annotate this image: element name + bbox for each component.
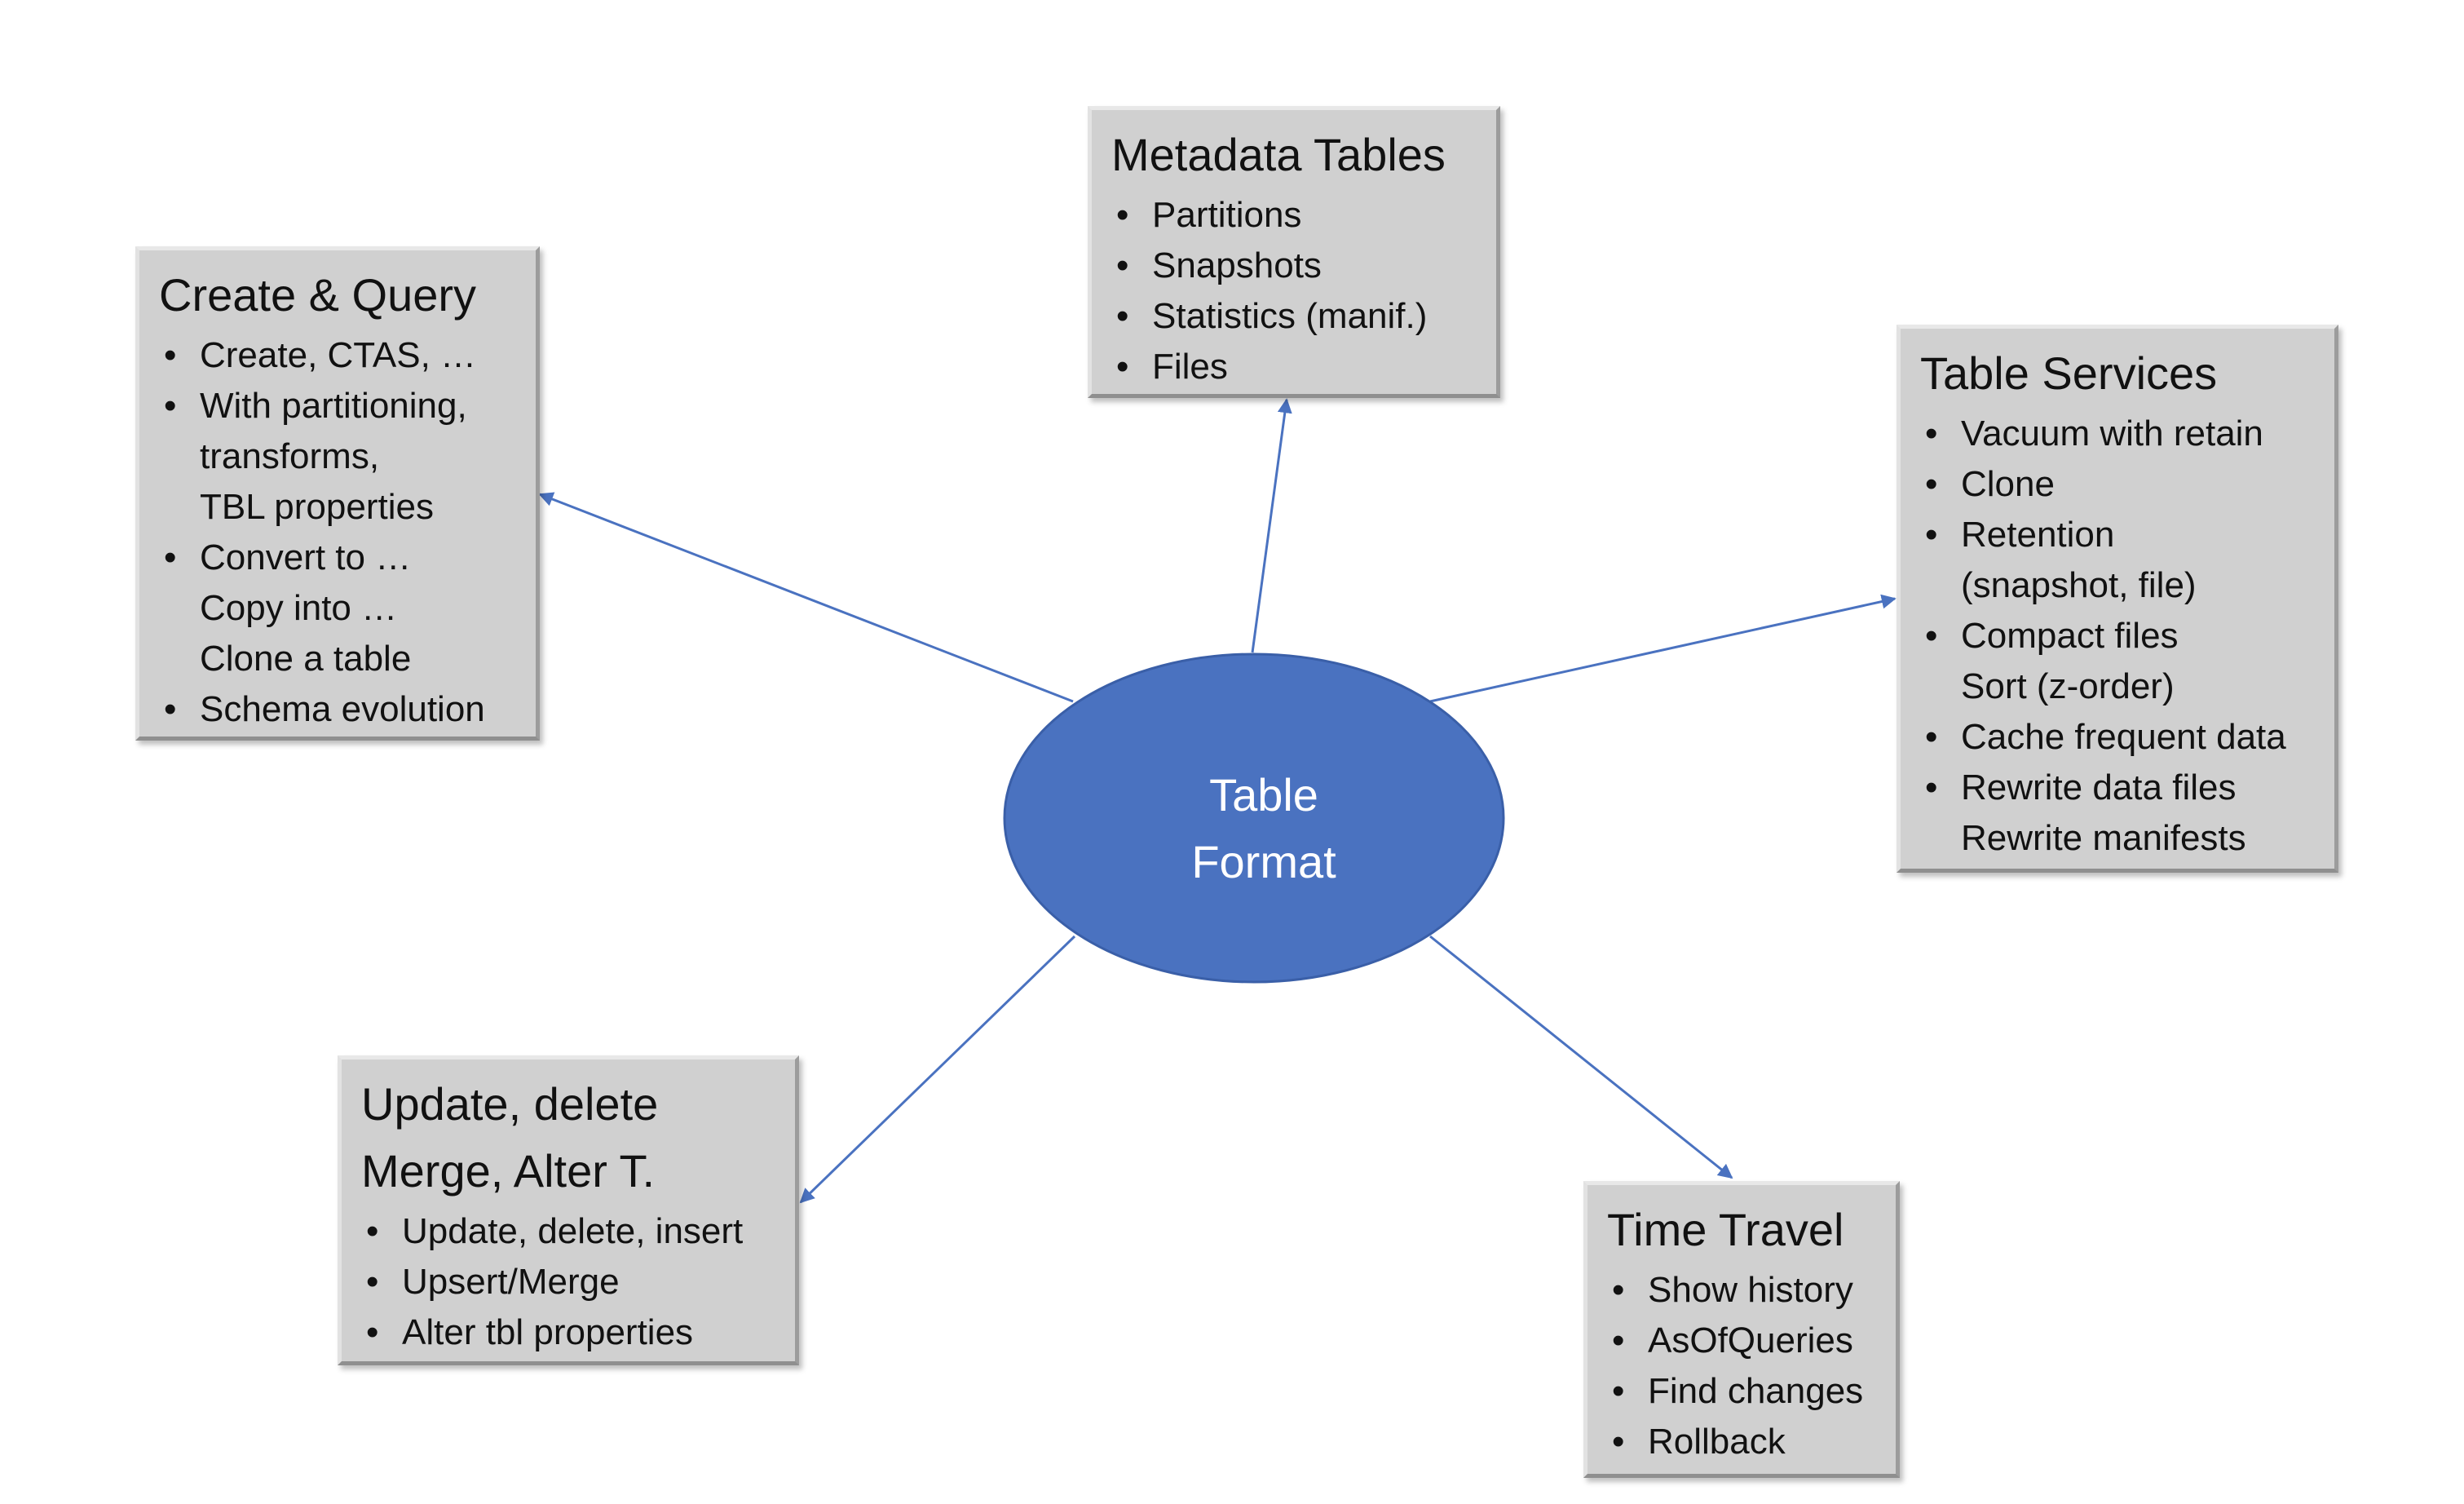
bullet-item-line: Files: [1152, 347, 1228, 387]
box-title-line: Time Travel: [1607, 1204, 1844, 1255]
bullet-item-line: Compact files: [1961, 616, 2179, 656]
bullet-item-line: Cache frequent data: [1961, 717, 2286, 757]
bullet-item-line: Rollback: [1648, 1422, 1786, 1462]
bullet-item-line: Clone: [1961, 464, 2055, 504]
center-label-line: Format: [1191, 836, 1336, 887]
box-title-line: Metadata Tables: [1111, 129, 1446, 180]
bullet-item-line: (snapshot, file): [1961, 565, 2197, 605]
table-format-label: Table Format: [1011, 657, 1517, 1000]
bullet-item: Rollback: [1607, 1417, 1879, 1467]
box-title-line: Update, delete: [361, 1078, 659, 1130]
arrow-to-create-query: [538, 492, 1074, 703]
bullet-item: AsOfQueries: [1607, 1316, 1879, 1366]
table-services-box: Table ServicesVacuum with retainCloneRet…: [1897, 325, 2338, 873]
arrow-to-update-delete: [799, 935, 1076, 1204]
time-travel-box: Time TravelShow historyAsOfQueriesFind c…: [1583, 1181, 1900, 1478]
create-query-box: Create & QueryCreate, CTAS, … With partit…: [135, 246, 540, 741]
arrow-to-metadata-tables: [1251, 398, 1292, 653]
bullet-item-line: Schema evolution: [200, 689, 485, 729]
bullet-item-line: Upsert/Merge: [402, 1262, 620, 1302]
bullet-item-line: Update, delete, insert: [402, 1211, 744, 1251]
bullet-item: Snapshots: [1111, 241, 1480, 291]
bullet-item-line: Show history: [1648, 1270, 1853, 1310]
bullet-item-line: With partitioning,: [200, 386, 467, 426]
bullet-item-line: Statistics (manif.): [1152, 296, 1428, 336]
bullet-list: Create, CTAS, … With partitioning, transfo…: [159, 330, 519, 735]
box-title: Metadata Tables: [1111, 122, 1480, 188]
table-format-ellipse: [1003, 652, 1505, 984]
bullet-item: Vacuum with retain: [1920, 409, 2318, 459]
bullet-item: Retention (snapshot, file): [1920, 510, 2318, 611]
bullet-item-line: transforms,: [200, 436, 380, 476]
bullet-item-line: TBL properties: [200, 487, 434, 527]
bullet-item: Partitions: [1111, 190, 1480, 241]
bullet-item: Create, CTAS, …: [159, 330, 519, 381]
box-title-line: Table Services: [1920, 347, 2218, 399]
bullet-list: PartitionsSnapshotsStatistics (manif.) Fi…: [1111, 190, 1480, 392]
bullet-item-line: Copy into …: [200, 588, 398, 628]
bullet-item: Convert to … Copy into … Clone a table: [159, 533, 519, 684]
bullet-item-line: AsOfQueries: [1648, 1320, 1853, 1360]
bullet-item: With partitioning, transforms, TBL propert…: [159, 381, 519, 533]
bullet-item-line: Retention: [1961, 515, 2115, 555]
bullet-item: Schema evolution: [159, 684, 519, 735]
bullet-item-line: Vacuum with retain: [1961, 414, 2263, 453]
bullet-item: Update, delete, insert: [361, 1206, 779, 1257]
bullet-list: Update, delete, insertUpsert/MergeAlter …: [361, 1206, 779, 1358]
box-title-line: Create & Query: [159, 269, 477, 321]
box-title: Table Services: [1920, 340, 2318, 407]
bullet-item-line: Rewrite data files: [1961, 767, 2237, 807]
bullet-item-line: Snapshots: [1152, 246, 1322, 285]
bullet-item-line: Rewrite manifests: [1961, 818, 2246, 858]
bullet-item: Show history: [1607, 1265, 1879, 1316]
bullet-item-line: Find changes: [1648, 1371, 1864, 1411]
bullet-item-line: Clone a table: [200, 639, 412, 679]
bullet-item: Alter tbl properties: [361, 1307, 779, 1358]
center-label-line: Table: [1209, 769, 1318, 821]
bullet-item: Cache frequent data: [1920, 712, 2318, 763]
bullet-item: Find changes: [1607, 1366, 1879, 1417]
bullet-item-line: Partitions: [1152, 195, 1302, 235]
bullet-item: Statistics (manif.): [1111, 291, 1480, 342]
box-title: Time Travel: [1607, 1197, 1879, 1263]
bullet-item: Upsert/Merge: [361, 1257, 779, 1307]
box-title: Create & Query: [159, 262, 519, 329]
bullet-item: Files: [1111, 342, 1480, 392]
bullet-list: Show historyAsOfQueriesFind changesRollb…: [1607, 1265, 1879, 1467]
bullet-item-line: Alter tbl properties: [402, 1312, 694, 1352]
box-title-line: Merge, Alter T.: [361, 1145, 656, 1197]
bullet-list: Vacuum with retainCloneRetention (snapsho…: [1920, 409, 2318, 864]
arrow-to-table-services: [1429, 594, 1897, 703]
bullet-item: Clone: [1920, 459, 2318, 510]
bullet-item-line: Convert to …: [200, 537, 412, 577]
metadata-tables-box: Metadata TablesPartitionsSnapshotsStatis…: [1088, 106, 1500, 398]
bullet-item-line: Sort (z-order): [1961, 666, 2175, 706]
bullet-item-line: Create, CTAS, …: [200, 335, 477, 375]
arrow-to-time-travel: [1429, 935, 1733, 1179]
